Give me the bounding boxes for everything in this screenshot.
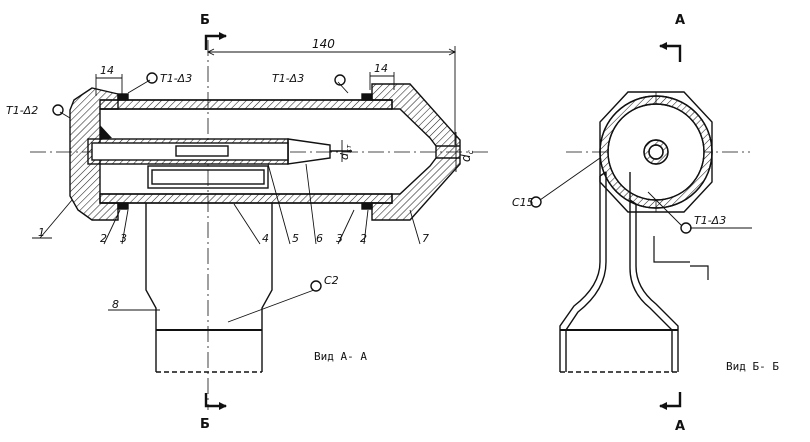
dimension-140: 140 [312,37,335,51]
hex-nut [599,91,713,213]
nozzle-taper [287,138,331,165]
view-label-aa: Вид А- А [314,350,367,363]
section-marker-a-top [660,44,682,62]
section-label-a-top: А [675,13,685,28]
position-8: 8 [112,298,119,311]
position-1: 1 [38,226,45,239]
tube-wall-bottom [99,193,393,204]
weld-label-section-joint: С15 [512,196,534,209]
stand-pipe [565,172,673,372]
position-3-left: 3 [120,232,127,245]
position-3-right: 3 [336,232,343,245]
dimension-d-tip: dкт [338,144,353,160]
section-marker-a-bottom [660,392,682,408]
position-6: 6 [316,232,323,245]
section-label-b-bottom: Б [200,417,210,432]
section-label-a-bottom: А [675,419,685,434]
weld-label-stand-joint: С2 [324,274,339,287]
position-4: 4 [262,232,269,245]
tube-wall-top [99,99,393,110]
stand-body [145,203,273,372]
right-cap-dome [371,83,461,221]
inner-insert [147,165,269,189]
position-5: 5 [292,232,299,245]
section-label-b-top: Б [200,13,210,28]
dimension-14-right: 14 [374,62,388,75]
weld-label-section-pipe: Т1-Δ3 [694,214,726,227]
position-2-left: 2 [100,232,107,245]
section-marker-b-top [204,34,226,50]
dimension-d-nozzle: dc [459,149,475,162]
view-label-bb: Вид Б- Б [726,360,779,373]
weld-label-right-top: Т1-Δ3 [272,72,304,85]
dimension-14-left: 14 [100,64,114,77]
view-bb-drawing [530,42,752,410]
position-2-right: 2 [360,232,367,245]
weld-label-left-cap: Т1-Δ2 [6,104,38,117]
weld-label-left-top: Т1-Δ3 [160,72,192,85]
view-aa-drawing [30,32,488,410]
position-7: 7 [422,232,429,245]
